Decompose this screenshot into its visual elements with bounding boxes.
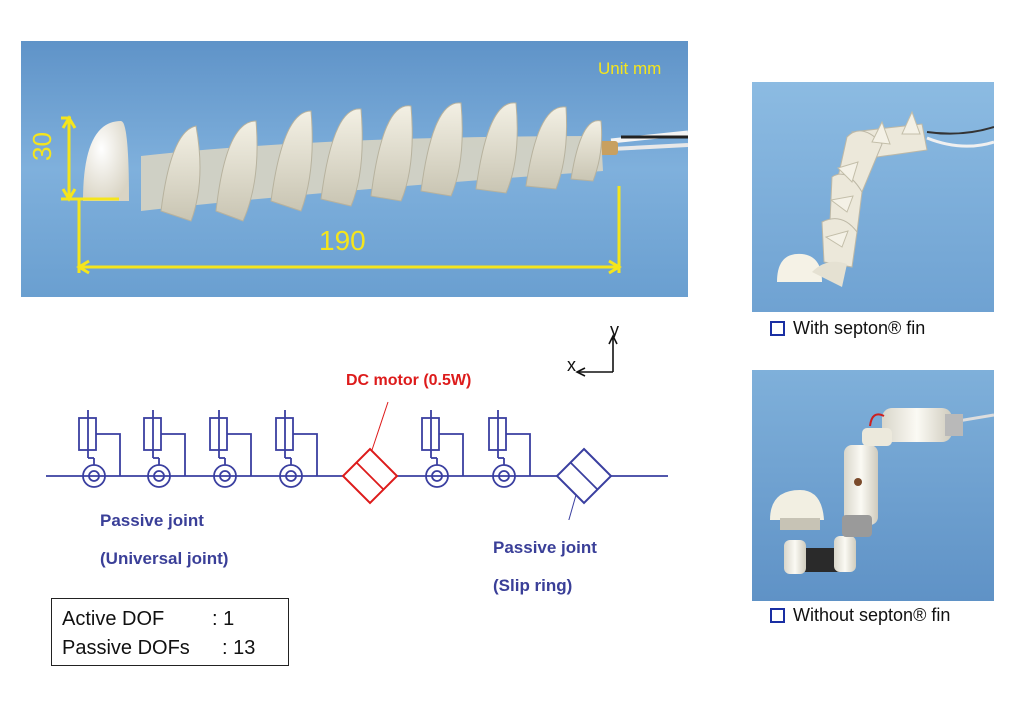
length-dimension-label: 190: [319, 225, 366, 256]
photo-without-fin: [752, 370, 994, 601]
photo-without-fin-art: [752, 370, 994, 601]
active-dof-value: : 1: [212, 608, 235, 630]
universal-joint: [78, 410, 121, 488]
passive-joint-slip-note: (Slip ring): [493, 576, 573, 595]
universal-joint: [209, 410, 252, 488]
universal-joint: [143, 410, 186, 488]
passive-dof-row: Passive DOFs : 13: [62, 634, 278, 663]
universal-joint: [421, 410, 464, 488]
photo-with-fin: [752, 82, 994, 312]
universal-joint-group: [78, 410, 531, 488]
slip-ring-symbol: [555, 447, 613, 520]
axis-indicator: [575, 334, 618, 377]
photo-with-fin-art: [752, 82, 994, 312]
caption-without-fin-text: Without septon® fin: [793, 605, 951, 625]
dc-motor-label: DC motor (0.5W): [346, 372, 472, 389]
robot-main-photo: Unit mm 30 190: [21, 41, 688, 297]
caption-with-fin: With septon® fin: [770, 318, 925, 339]
dof-summary-box: Active DOF : 1 Passive DOFs : 13: [51, 598, 289, 666]
active-dof-row: Active DOF : 1: [62, 605, 278, 634]
caption-bullet-icon: [770, 608, 785, 623]
joint-schematic: [46, 334, 668, 520]
axis-x-label: x: [567, 355, 576, 375]
robot-main-photo-art: [21, 41, 688, 297]
caption-bullet-icon: [770, 321, 785, 336]
passive-dof-value: : 13: [222, 637, 256, 659]
passive-joint-slip-label: Passive joint: [493, 538, 597, 557]
axis-y-label: y: [610, 320, 619, 340]
caption-with-fin-text: With septon® fin: [793, 318, 926, 338]
passive-joint-universal-label: Passive joint: [100, 511, 204, 530]
active-dof-label: Active DOF: [62, 608, 165, 630]
dc-motor-symbol: [341, 401, 399, 505]
passive-dof-label: Passive DOFs: [62, 637, 190, 659]
caption-without-fin: Without septon® fin: [770, 605, 950, 626]
unit-label: Unit mm: [598, 59, 662, 78]
universal-joint: [275, 410, 318, 488]
passive-joint-universal-note: (Universal joint): [100, 549, 229, 568]
universal-joint: [488, 410, 531, 488]
height-dimension-label: 30: [27, 132, 57, 161]
